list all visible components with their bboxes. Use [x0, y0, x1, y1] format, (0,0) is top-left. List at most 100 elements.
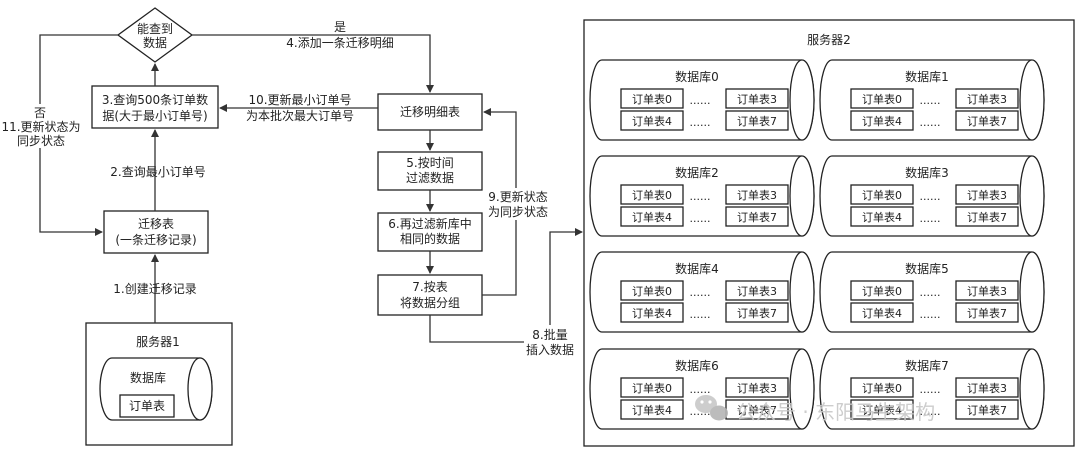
- database-title: 数据库2: [675, 165, 719, 180]
- migration-detail-node: 迁移明细表: [377, 93, 483, 131]
- server2: 服务器2 数据库0订单表0......订单表3订单表4......订单表7数据库…: [583, 19, 1075, 447]
- database-cylinder-cap: [789, 348, 815, 430]
- order-table-box: [620, 377, 684, 398]
- edge-yes-add-detail: [192, 34, 434, 93]
- database-cylinder-cap: [1019, 59, 1045, 141]
- order-table-box: [850, 377, 914, 398]
- database-title: 数据库0: [675, 69, 719, 84]
- table-ellipsis: ......: [690, 383, 711, 396]
- watermark-text: 公众号 · 东阳马生架构: [736, 400, 935, 424]
- table-ellipsis: ......: [920, 286, 941, 299]
- order-table-label: 订单表7: [967, 403, 1007, 417]
- server2-title: 服务器2: [807, 32, 851, 47]
- table-ellipsis: ......: [690, 286, 711, 299]
- order-table-box: [850, 302, 914, 323]
- query-500-label-2: 据(大于最小订单号): [102, 109, 207, 123]
- order-table-label: 订单表3: [967, 188, 1007, 202]
- query-500-label-1: 3.查询500条订单数: [102, 92, 208, 107]
- table-ellipsis: ......: [920, 116, 941, 129]
- database-cylinder-cap: [789, 155, 815, 237]
- order-table-box: [725, 110, 789, 131]
- order-table-label: 订单表3: [737, 188, 777, 202]
- order-table-label: 订单表4: [632, 306, 672, 320]
- edge-yes-label: 是: [334, 20, 346, 34]
- order-table-label: 订单表0: [862, 188, 902, 202]
- order-table-box: [725, 377, 789, 398]
- edge-add-detail-label: 4.添加一条迁移明细: [286, 36, 393, 50]
- table-ellipsis: ......: [690, 116, 711, 129]
- decision-label-1: 能查到: [137, 22, 173, 36]
- table-ellipsis: ......: [690, 190, 711, 203]
- order-table-label: 订单表7: [737, 114, 777, 128]
- database-title: 数据库5: [905, 261, 949, 276]
- step6-label-1: 6.再过滤新库中: [388, 216, 471, 231]
- order-table-label: 订单表0: [632, 381, 672, 395]
- order-table-label: 订单表4: [632, 403, 672, 417]
- order-table-label: 订单表4: [862, 210, 902, 224]
- order-table-box: [620, 399, 684, 420]
- order-table-box: [955, 88, 1019, 109]
- order-table-label: 订单表4: [862, 403, 902, 417]
- order-table-box: [955, 302, 1019, 323]
- order-table-box: [850, 184, 914, 205]
- database-cylinder-cap: [789, 59, 815, 141]
- order-table-box: [955, 110, 1019, 131]
- step7-group-by-table: 7.按表 将数据分组: [377, 274, 483, 316]
- table-ellipsis: ......: [920, 190, 941, 203]
- order-table-box: [725, 280, 789, 301]
- table-ellipsis: ......: [920, 383, 941, 396]
- database-cylinder-cap: [1019, 251, 1045, 333]
- edge-update-min-label-2: 为本批次最大订单号: [246, 108, 354, 123]
- step5-label-2: 过滤数据: [406, 170, 454, 185]
- order-table-label: 订单表3: [737, 284, 777, 298]
- database-title: 数据库3: [905, 165, 949, 180]
- migration-table-label-1: 迁移表: [138, 217, 174, 231]
- database-title: 数据库7: [905, 358, 949, 373]
- server2-database-grid: 数据库0订单表0......订单表3订单表4......订单表7数据库1订单表0…: [589, 59, 1045, 430]
- order-table-label: 订单表4: [632, 114, 672, 128]
- database-title: 数据库4: [675, 261, 719, 276]
- order-table-box: [620, 302, 684, 323]
- order-table-label: 订单表4: [632, 210, 672, 224]
- order-table-box: [725, 184, 789, 205]
- order-table-box: [850, 110, 914, 131]
- migration-table-label-2: (一条迁移记录): [115, 233, 196, 247]
- step6-label-2: 相同的数据: [400, 231, 460, 246]
- order-table-box: [620, 110, 684, 131]
- order-table-box: [725, 88, 789, 109]
- step7-label-2: 将数据分组: [400, 295, 460, 310]
- order-table-label: 订单表0: [862, 381, 902, 395]
- order-table-label: 订单表3: [737, 92, 777, 106]
- edge-update-min-label-1: 10.更新最小订单号: [248, 92, 351, 107]
- table-ellipsis: ......: [690, 212, 711, 225]
- edge-create-record-label: 1.创建迁移记录: [113, 282, 196, 296]
- edge-batch-insert-label-1: 8.批量: [532, 327, 567, 342]
- server1-title: 服务器1: [136, 334, 180, 349]
- order-table-box: [725, 302, 789, 323]
- order-table-label: 订单表0: [632, 92, 672, 106]
- edge-update-sync-9-label-1: 9.更新状态: [488, 189, 547, 204]
- order-table-label: 订单表3: [737, 381, 777, 395]
- order-table-label: 订单表7: [967, 114, 1007, 128]
- server1-table-label: 订单表: [129, 399, 165, 413]
- order-table-box: [620, 206, 684, 227]
- table-ellipsis: ......: [920, 94, 941, 107]
- order-table-label: 订单表3: [967, 284, 1007, 298]
- order-table-box: [955, 206, 1019, 227]
- database-cylinder-cap: [789, 251, 815, 333]
- step5-filter-by-time: 5.按时间 过滤数据: [377, 151, 483, 191]
- decision-node: 能查到 数据: [116, 7, 194, 63]
- watermark: 公众号 · 东阳马生架构: [695, 395, 935, 424]
- wechat-icon: [695, 395, 728, 421]
- order-table-box: [725, 206, 789, 227]
- edge-query-min-label: 2.查询最小订单号: [110, 165, 205, 179]
- order-table-label: 订单表7: [737, 403, 777, 417]
- order-table-box: [850, 88, 914, 109]
- edge-update-sync-11-label-1: 11.更新状态为: [1, 119, 80, 134]
- edge-no-label: 否: [34, 106, 46, 120]
